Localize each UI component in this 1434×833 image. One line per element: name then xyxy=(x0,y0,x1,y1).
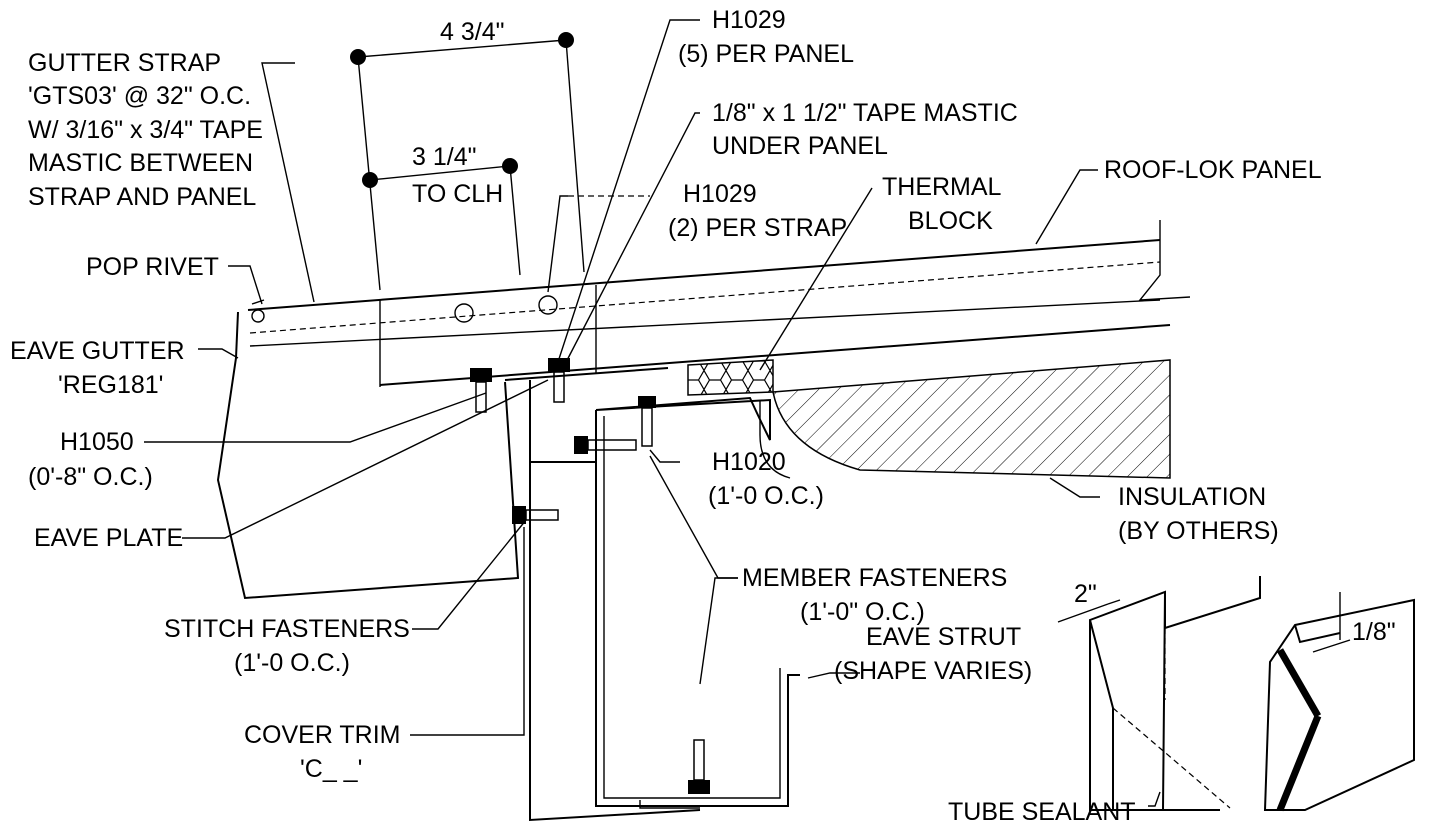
h1020-label: H1020 (1'-0 O.C.) xyxy=(708,448,824,510)
roof-lok-panel xyxy=(247,220,1191,386)
insulation-hatch xyxy=(772,359,1171,479)
cover-trim-label: COVER TRIM 'C_ _' xyxy=(244,721,407,783)
gutter-strap xyxy=(379,285,597,387)
member-fasteners-label: MEMBER FASTENERS (1'-0" O.C.) xyxy=(742,564,1014,626)
stitch-fastener xyxy=(512,506,559,524)
h1050-screw xyxy=(470,368,492,413)
h1020-screw-side xyxy=(574,436,637,454)
dimension-4-3-4 xyxy=(350,32,585,291)
eave-plate-label: EAVE PLATE xyxy=(34,524,183,552)
h1029-screw xyxy=(548,358,570,403)
pop-rivet-label: POP RIVET xyxy=(86,253,219,281)
dimension-4-3-4-label: 4 3/4" xyxy=(440,18,504,46)
h1050-label: H1050 (0'-8" O.C.) xyxy=(28,428,153,491)
dimension-2-label: 2" xyxy=(1074,580,1097,608)
thermal-block-label: THERMAL BLOCK xyxy=(882,173,1007,235)
sealant-inset xyxy=(1057,576,1415,812)
stitch-fasteners-label: STITCH FASTENERS (1'-0 O.C.) xyxy=(164,615,417,677)
leader-lines xyxy=(144,19,1100,809)
eave-gutter-label: EAVE GUTTER 'REG181' xyxy=(10,337,192,399)
gutter-strap-label: GUTTER STRAP 'GTS03' @ 32" O.C. W/ 3/16"… xyxy=(28,49,270,211)
thermal-block xyxy=(687,359,774,396)
h1029-panel-label: H1029 (5) PER PANEL xyxy=(678,6,854,68)
eave-gutter xyxy=(216,299,520,600)
tube-sealant-label: TUBE SEALANT xyxy=(948,798,1136,826)
fasteners xyxy=(470,358,710,794)
dimension-3-1-4-label: 3 1/4" xyxy=(412,143,476,171)
dimension-3-1-4 xyxy=(362,158,521,276)
cover-trim xyxy=(529,380,701,822)
to-clh-label: TO CLH xyxy=(412,180,503,208)
dimension-1-8-label: 1/8" xyxy=(1352,618,1396,646)
member-fastener xyxy=(688,739,710,794)
eave-strut-label: EAVE STRUT (SHAPE VARIES) xyxy=(834,623,1032,685)
h1029-strap-label: H1029 (2) PER STRAP xyxy=(668,180,847,242)
roof-lok-panel-label: ROOF-LOK PANEL xyxy=(1104,156,1322,184)
eave-strut xyxy=(504,367,800,807)
h1020-screw-top xyxy=(638,396,656,447)
tape-mastic-label: 1/8" x 1 1/2" TAPE MASTIC UNDER PANEL xyxy=(712,99,1025,160)
insulation-label: INSULATION (BY OTHERS) xyxy=(1118,483,1279,545)
